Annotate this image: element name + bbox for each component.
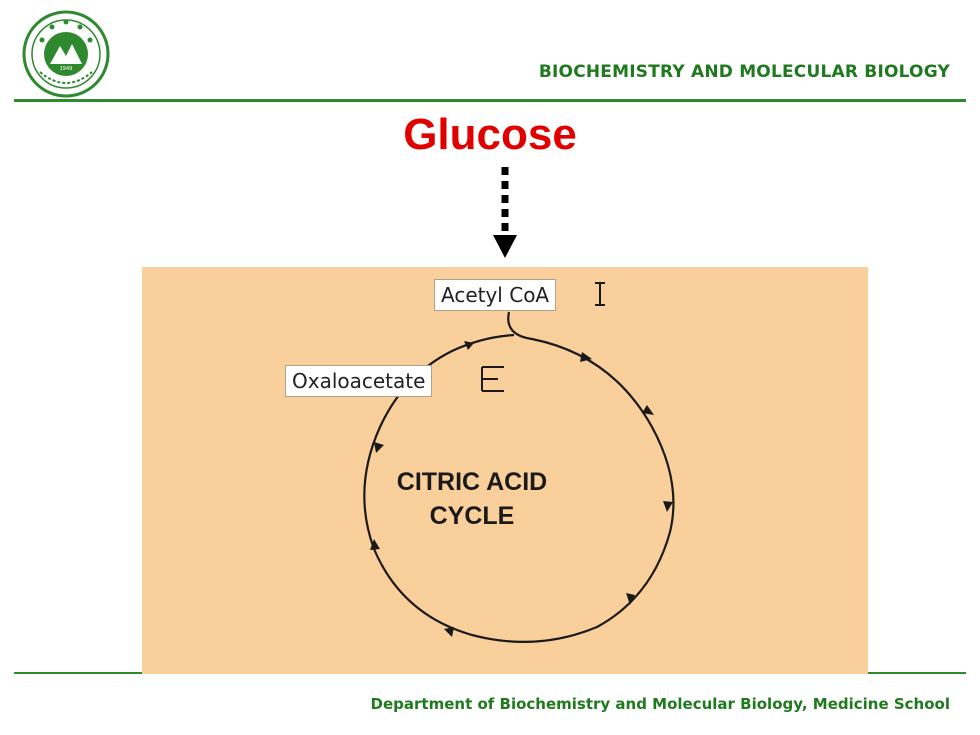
header-divider	[14, 99, 966, 102]
cycle-drawing	[363, 282, 675, 643]
cycle-title-line1: CITRIC ACID	[396, 468, 548, 496]
header-title: BIOCHEMISTRY AND MOLECULAR BIOLOGY	[538, 62, 950, 82]
glucose-title: Glucose	[403, 110, 577, 159]
university-seal-icon: 1949	[22, 10, 110, 98]
footer-text: Department of Biochemistry and Molecular…	[370, 695, 950, 713]
dashed-arrow-down-icon	[493, 167, 517, 258]
footer-divider-right	[868, 672, 966, 674]
acetyl-coa-label: Acetyl CoA	[434, 279, 557, 311]
cycle-title: CITRIC ACID CYCLE	[362, 465, 582, 533]
cycle-title-line2: CYCLE	[429, 502, 515, 530]
footer-divider-left	[14, 672, 142, 674]
svg-text:1949: 1949	[60, 66, 73, 72]
oxaloacetate-label: Oxaloacetate	[285, 365, 433, 397]
citric-acid-cycle-diagram: Acetyl CoA Oxaloacetate CITRIC ACID CYCL…	[142, 267, 868, 674]
